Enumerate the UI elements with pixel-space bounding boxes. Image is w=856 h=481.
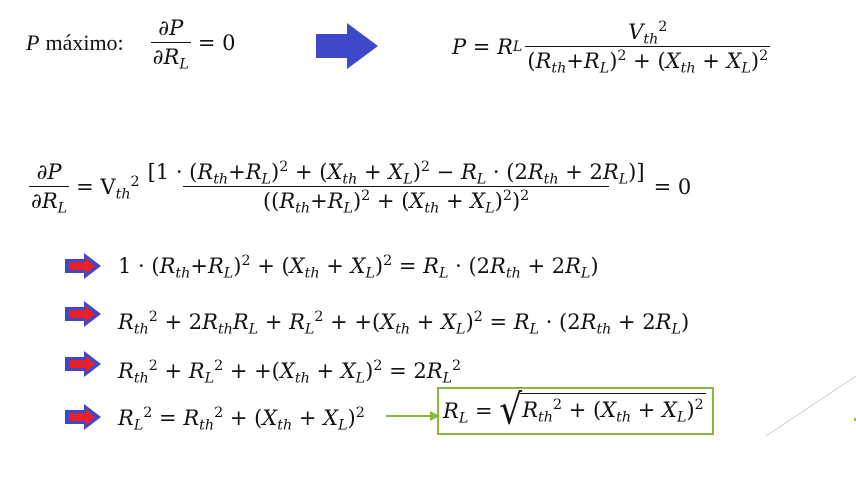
derivative-quotient: [1 · (Rth+RL)2 + (Xth + XL)2 − RL · (2Rt…	[146, 159, 647, 216]
step-4-equation: RL2 = Rth2 + (Xth + XL)2	[118, 405, 365, 434]
step-3-equation: Rth2 + RL2 + +(Xth + XL)2 = 2RL2	[118, 358, 462, 387]
result-lhs: RL =	[443, 398, 500, 427]
result-box: RL = √ Rth2 + (Xth + XL)2	[437, 387, 714, 435]
decorative-slide-line	[765, 375, 856, 437]
power-denominator: (Rth+RL)2 + (Xth + XL)2	[525, 46, 771, 76]
step-2-equation: Rth2 + 2RthRL + RL2 + +(Xth + XL)2 = RL …	[118, 309, 690, 338]
derivative-numerator: [1 · (Rth+RL)2 + (Xth + XL)2 − RL · (2Rt…	[147, 159, 645, 188]
derivative-fraction: ∂P ∂RL	[150, 16, 191, 73]
step-1-equation: 1 · (Rth+RL)2 + (Xth + XL)2 = RL · (2Rth…	[118, 253, 599, 282]
derivative-lhs: ∂P ∂RL	[29, 160, 70, 217]
step-arrow-icon	[65, 253, 101, 279]
power-fraction: Vth2 (Rth+RL)2 + (Xth + XL)2	[525, 19, 771, 77]
result-radicand: Rth2 + (Xth + XL)2	[520, 393, 706, 429]
step-arrow-icon	[65, 404, 101, 430]
step-arrow-icon	[65, 301, 101, 327]
sqrt-icon: √	[499, 386, 523, 434]
max-power-condition: P máximo: ∂P ∂RL = 0	[26, 16, 236, 73]
derivative-equation: ∂P ∂RL = Vth2 [1 · (Rth+RL)2 + (Xth + XL…	[29, 159, 692, 217]
square-root: √ Rth2 + (Xth + XL)2	[499, 386, 706, 434]
connector-arrow-icon	[386, 411, 440, 421]
right-arrow-icon	[316, 23, 378, 69]
power-variable: P	[26, 30, 40, 55]
step-arrow-icon	[65, 351, 101, 377]
maximum-label: máximo:	[45, 30, 124, 55]
derivative-denominator: ((Rth+RL)2 + (Xth + XL)2)2	[182, 186, 610, 216]
